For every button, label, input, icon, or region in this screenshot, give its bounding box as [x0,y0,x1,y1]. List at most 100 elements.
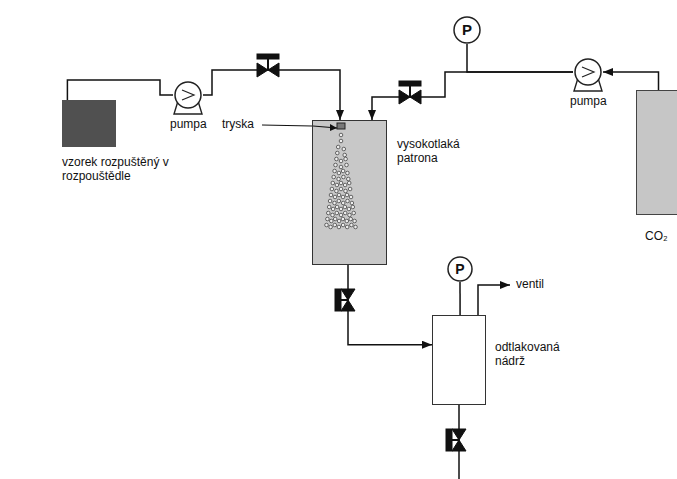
pump-body [575,59,601,85]
droplet [339,187,343,191]
droplet [341,195,345,199]
pipe-connector [603,72,659,90]
droplet [333,169,337,173]
droplet [339,133,343,137]
droplet [331,181,335,185]
gauge-circle [454,17,480,43]
droplet [339,165,343,169]
droplet [337,171,341,175]
valve-symbol [335,289,355,311]
droplet [327,211,331,215]
droplet [339,139,343,143]
droplet [341,223,345,227]
droplet [341,217,345,221]
co2-cylinder: CO₂ [636,90,677,215]
droplet [348,187,352,191]
droplet [335,157,339,161]
pipe-connector [348,265,432,345]
droplet [343,153,347,157]
droplet [347,181,351,185]
droplet [333,195,337,199]
part-label: odtlakovaná nádrž [495,340,573,369]
pump-mark [582,67,594,77]
droplet [341,201,345,205]
pipe-connector [67,80,173,100]
valve-symbol [446,429,466,451]
droplet [354,225,358,229]
droplet [328,199,332,203]
pump-body [175,82,201,108]
high-pressure-vessel: vysokotlaká patrona [312,120,387,265]
part-label: pumpa [170,117,207,131]
droplet [345,163,349,167]
pipe-connector [467,44,573,72]
droplet [335,189,339,193]
droplet [349,195,353,199]
droplet [336,151,340,155]
droplet [346,199,350,203]
pipe-connector [459,282,461,315]
pressure-gauge: P [447,256,473,282]
droplet [329,225,333,229]
droplet [344,157,348,161]
droplet [347,207,351,211]
droplet [337,219,341,223]
droplet [337,177,341,181]
droplet [339,213,343,217]
droplet [337,225,341,229]
droplet [336,145,340,149]
leader-line [262,125,312,126]
pressure-gauge: P [453,16,481,44]
droplet [331,207,335,211]
droplet [334,163,338,167]
gauge-letter: P [447,256,473,282]
part-label: pumpa [570,94,607,108]
part-label: vzorek rozpuštěný v rozpouštědle [62,155,170,184]
droplet [347,177,351,181]
droplet [342,175,346,179]
droplet [335,205,339,209]
gauge-letter: P [453,16,481,44]
droplet [343,183,347,187]
droplet [333,223,337,227]
droplet [326,217,330,221]
part-label: vysokotlaká patrona [397,137,475,166]
droplet [345,225,349,229]
droplet [333,201,337,205]
droplet [327,205,331,209]
droplet [348,213,352,217]
droplet [352,211,356,215]
droplet [332,175,336,179]
droplet [345,219,349,223]
pump-symbol [573,58,603,94]
sample-container: vzorek rozpuštěný v rozpouštědle [62,100,116,147]
pump-symbol [173,81,203,117]
droplet [350,223,354,227]
droplet [343,205,347,209]
droplet [349,217,353,221]
droplet [335,211,339,215]
pump-mark [182,90,194,100]
droplet [342,147,346,151]
droplet [335,183,339,187]
pump-symbol: pumpa [573,58,603,86]
spray-illustration [313,121,386,264]
vent-line [478,285,510,315]
droplet [351,205,355,209]
droplet [330,219,334,223]
droplet [339,207,343,211]
pump-symbol: pumpa [173,81,203,109]
droplet [343,211,347,215]
droplet [341,169,345,173]
part-label: CO₂ [645,229,668,243]
nozzle-label: tryska [222,117,254,131]
droplet [344,189,348,193]
droplet [331,213,335,217]
droplet [329,193,333,197]
droplet [337,199,341,203]
droplet [337,193,341,197]
pipe-connector [203,70,340,120]
droplet [339,181,343,185]
droplet [333,217,337,221]
leader-arrowhead [330,124,337,131]
